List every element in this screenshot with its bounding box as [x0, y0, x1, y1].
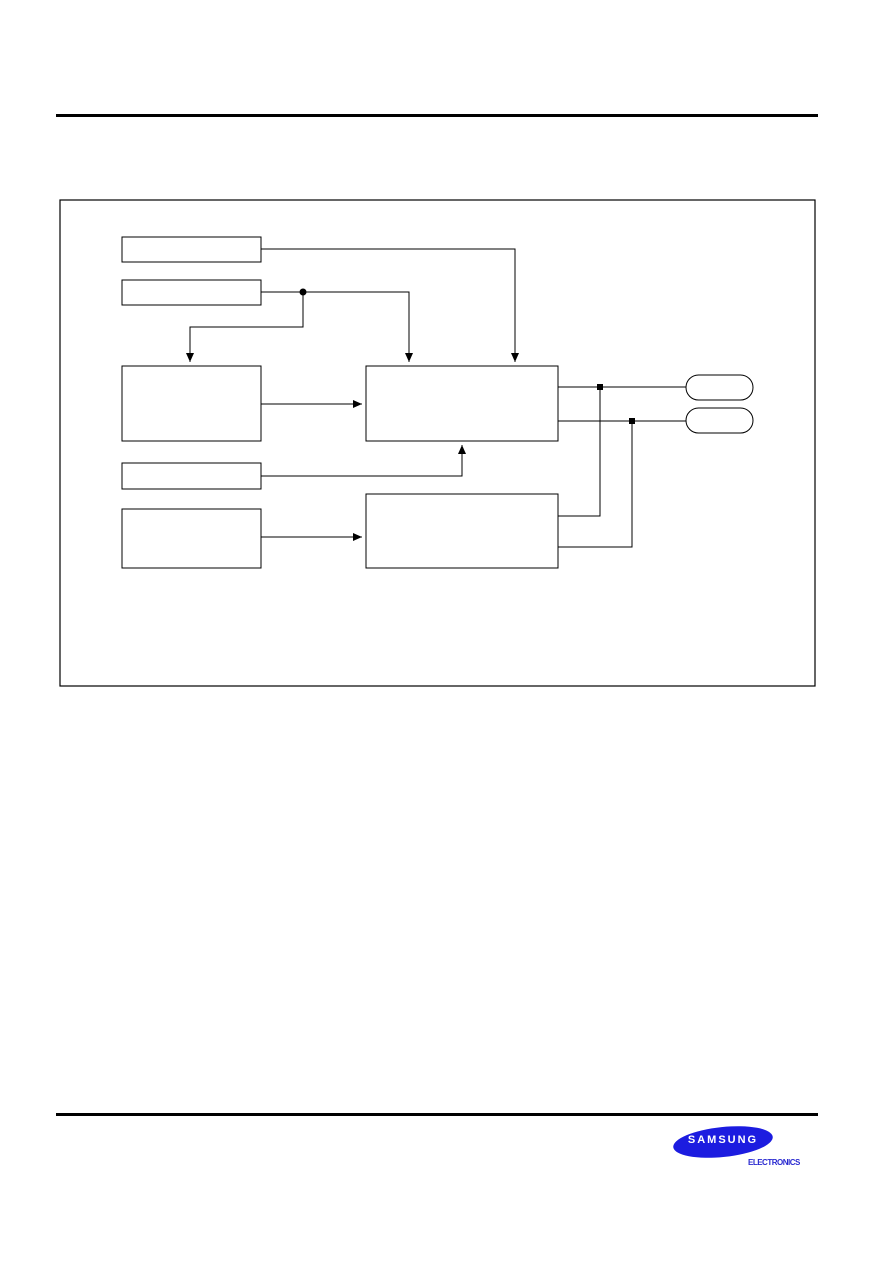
logo-wordmark: SAMSUNG [687, 1134, 759, 1146]
header-rule [56, 114, 818, 117]
junction-dot [299, 288, 307, 296]
pin-lower [685, 407, 754, 434]
logo-subtext: ELECTRONICS [748, 1158, 800, 1167]
block-left-bottom [121, 508, 262, 569]
block-center-lower [365, 493, 559, 569]
footer-rule [56, 1113, 818, 1116]
block-top-2 [121, 279, 262, 306]
junction-square-lower [629, 418, 635, 424]
line-top2-to-center [261, 291, 413, 362]
block-top-1 [121, 236, 262, 263]
block-center-upper [365, 365, 559, 442]
line-lower-to-lower-junction [558, 421, 633, 548]
line-top1-to-center [261, 248, 519, 362]
diagram-frame [59, 199, 816, 687]
block-left-small [121, 462, 262, 490]
junction-square-upper [597, 384, 603, 390]
line-lower-to-upper-junction [558, 387, 601, 517]
samsung-logo: SAMSUNG ELECTRONICS [668, 1120, 818, 1172]
line-small-to-center [261, 445, 466, 477]
line-branch-to-left [186, 292, 304, 362]
pin-upper [685, 374, 754, 401]
block-left-large [121, 365, 262, 442]
logo-oval [673, 1126, 773, 1158]
